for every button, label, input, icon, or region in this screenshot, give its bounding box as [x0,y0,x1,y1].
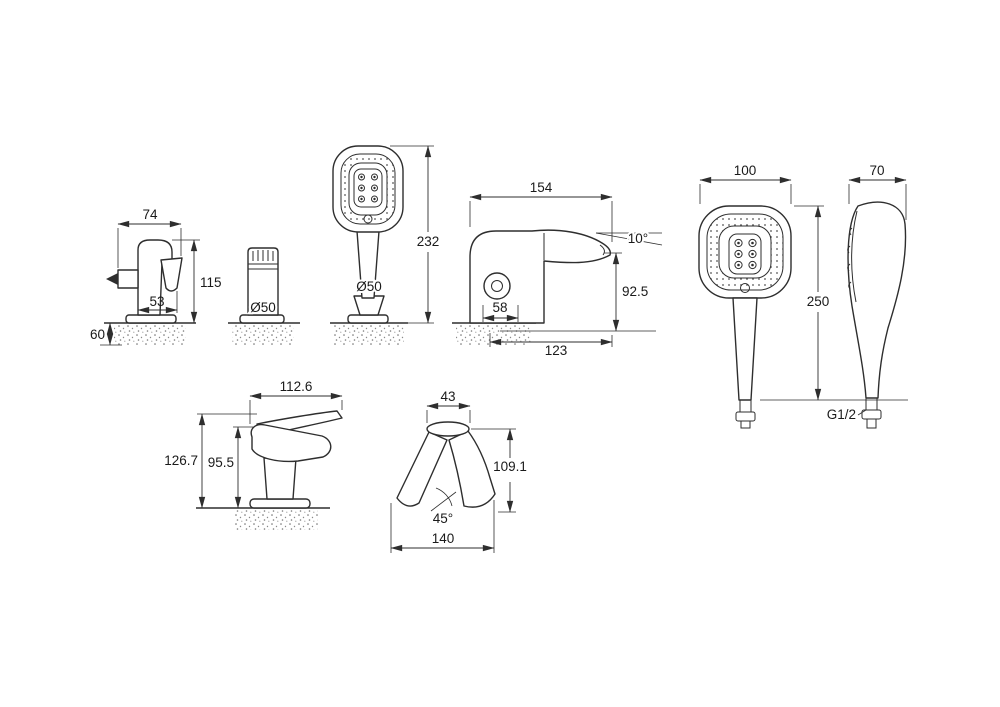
mode-button-front [740,283,750,293]
dim-mixer-total-height: 126.7 [164,413,257,509]
handle-top-width-label: 43 [440,389,455,404]
view-diverter: Ø50 [228,247,300,345]
dim-handshower-depth: 70 [848,163,907,220]
holder-deck [104,322,196,345]
dim-handle-swing-width: 140 [390,500,495,553]
mode-button [363,214,373,224]
handshower-stand-shape [332,145,404,324]
mixer-body-height-label: 95.5 [208,455,234,470]
dim-spout-mouth-angle: 10° [595,229,663,248]
spray-holes-front [734,238,757,270]
spout-length-label: 154 [530,180,553,195]
dim-handle-top-width: 43 [426,389,471,423]
handle-swing-angle-label: 45° [433,511,453,526]
spout-knob [483,272,511,300]
dim-spout-reach: 123 [489,333,613,358]
mixer-shape [249,410,343,509]
spout-body-offset-label: 58 [492,300,507,315]
water-outlet-arrow-icon [106,273,118,285]
diverter-deck [228,322,300,345]
spout-mouth-angle-label: 10° [628,231,648,246]
dim-spout-length: 154 [469,180,613,242]
view-handshower-side: 70 G1/2 [827,163,907,429]
handshower-socket-diameter-label: Ø50 [356,279,382,294]
dim-handshower-width: 100 [699,163,792,204]
view-handshower-front: 100 250 [698,163,908,429]
handshower-height-label: 250 [807,294,830,309]
holder-bracket-shape [106,239,183,324]
mixer-deck [196,507,330,530]
handshower-front-shape [698,205,792,429]
dim-spout-body-offset: 58 [482,298,519,322]
diverter-escutcheon-diameter-label: Ø50 [250,300,276,315]
handshower-side-shape [847,201,907,429]
dim-holder-top-width: 74 [117,207,182,268]
dim-holder-bracket-width: 53 [137,291,178,314]
handshower-thread-label: G1/2 [827,407,856,422]
spray-holes [358,173,378,203]
dim-holder-height: 115 [172,239,222,324]
view-handshower-stand: Ø50 232 [330,145,440,345]
holder-deck-thickness-label: 60 [90,327,105,342]
dim-mixer-length: 112.6 [249,379,343,424]
handle-left-position [396,431,448,507]
mixer-length-label: 112.6 [280,379,313,394]
handshower-total-height-label: 232 [417,234,440,249]
view-handle-swing: 43 109.1 45° 140 [390,389,527,553]
handle-swing-width-label: 140 [432,531,455,546]
dim-spout-height: 92.5 [500,252,656,332]
dim-holder-deck-thickness: 60 [90,322,122,346]
holder-height-label: 115 [200,275,222,290]
handshower-stand-deck [330,322,408,345]
handshower-width-label: 100 [734,163,757,178]
dim-mixer-body-height: 95.5 [208,426,253,509]
handle-top-cap [426,421,470,437]
handle-height-label: 109.1 [493,459,527,474]
mixer-body [250,423,332,463]
view-spout: 154 10° 92.5 58 123 [452,180,663,358]
dim-handle-height: 109.1 [471,428,527,513]
handle-right-position [448,430,496,508]
handle-swing-shape [396,421,496,508]
dim-handle-swing-angle: 45° [430,487,457,526]
handshower-depth-label: 70 [869,163,884,178]
spout-height-label: 92.5 [622,284,648,299]
holder-bracket-width-label: 53 [149,294,164,309]
view-holder: 74 115 53 60 [90,207,222,346]
dim-handshower-height: 250 [760,205,908,401]
dim-handshower-total-height: 232 [390,145,440,324]
mixer-total-height-label: 126.7 [164,453,198,468]
holder-top-width-label: 74 [142,207,158,222]
spout-body-shape [469,229,612,324]
view-mixer: 112.6 126.7 95.5 [164,379,343,530]
label-thread: G1/2 [827,407,867,422]
diverter-column-shape [239,247,285,324]
spout-reach-label: 123 [545,343,568,358]
